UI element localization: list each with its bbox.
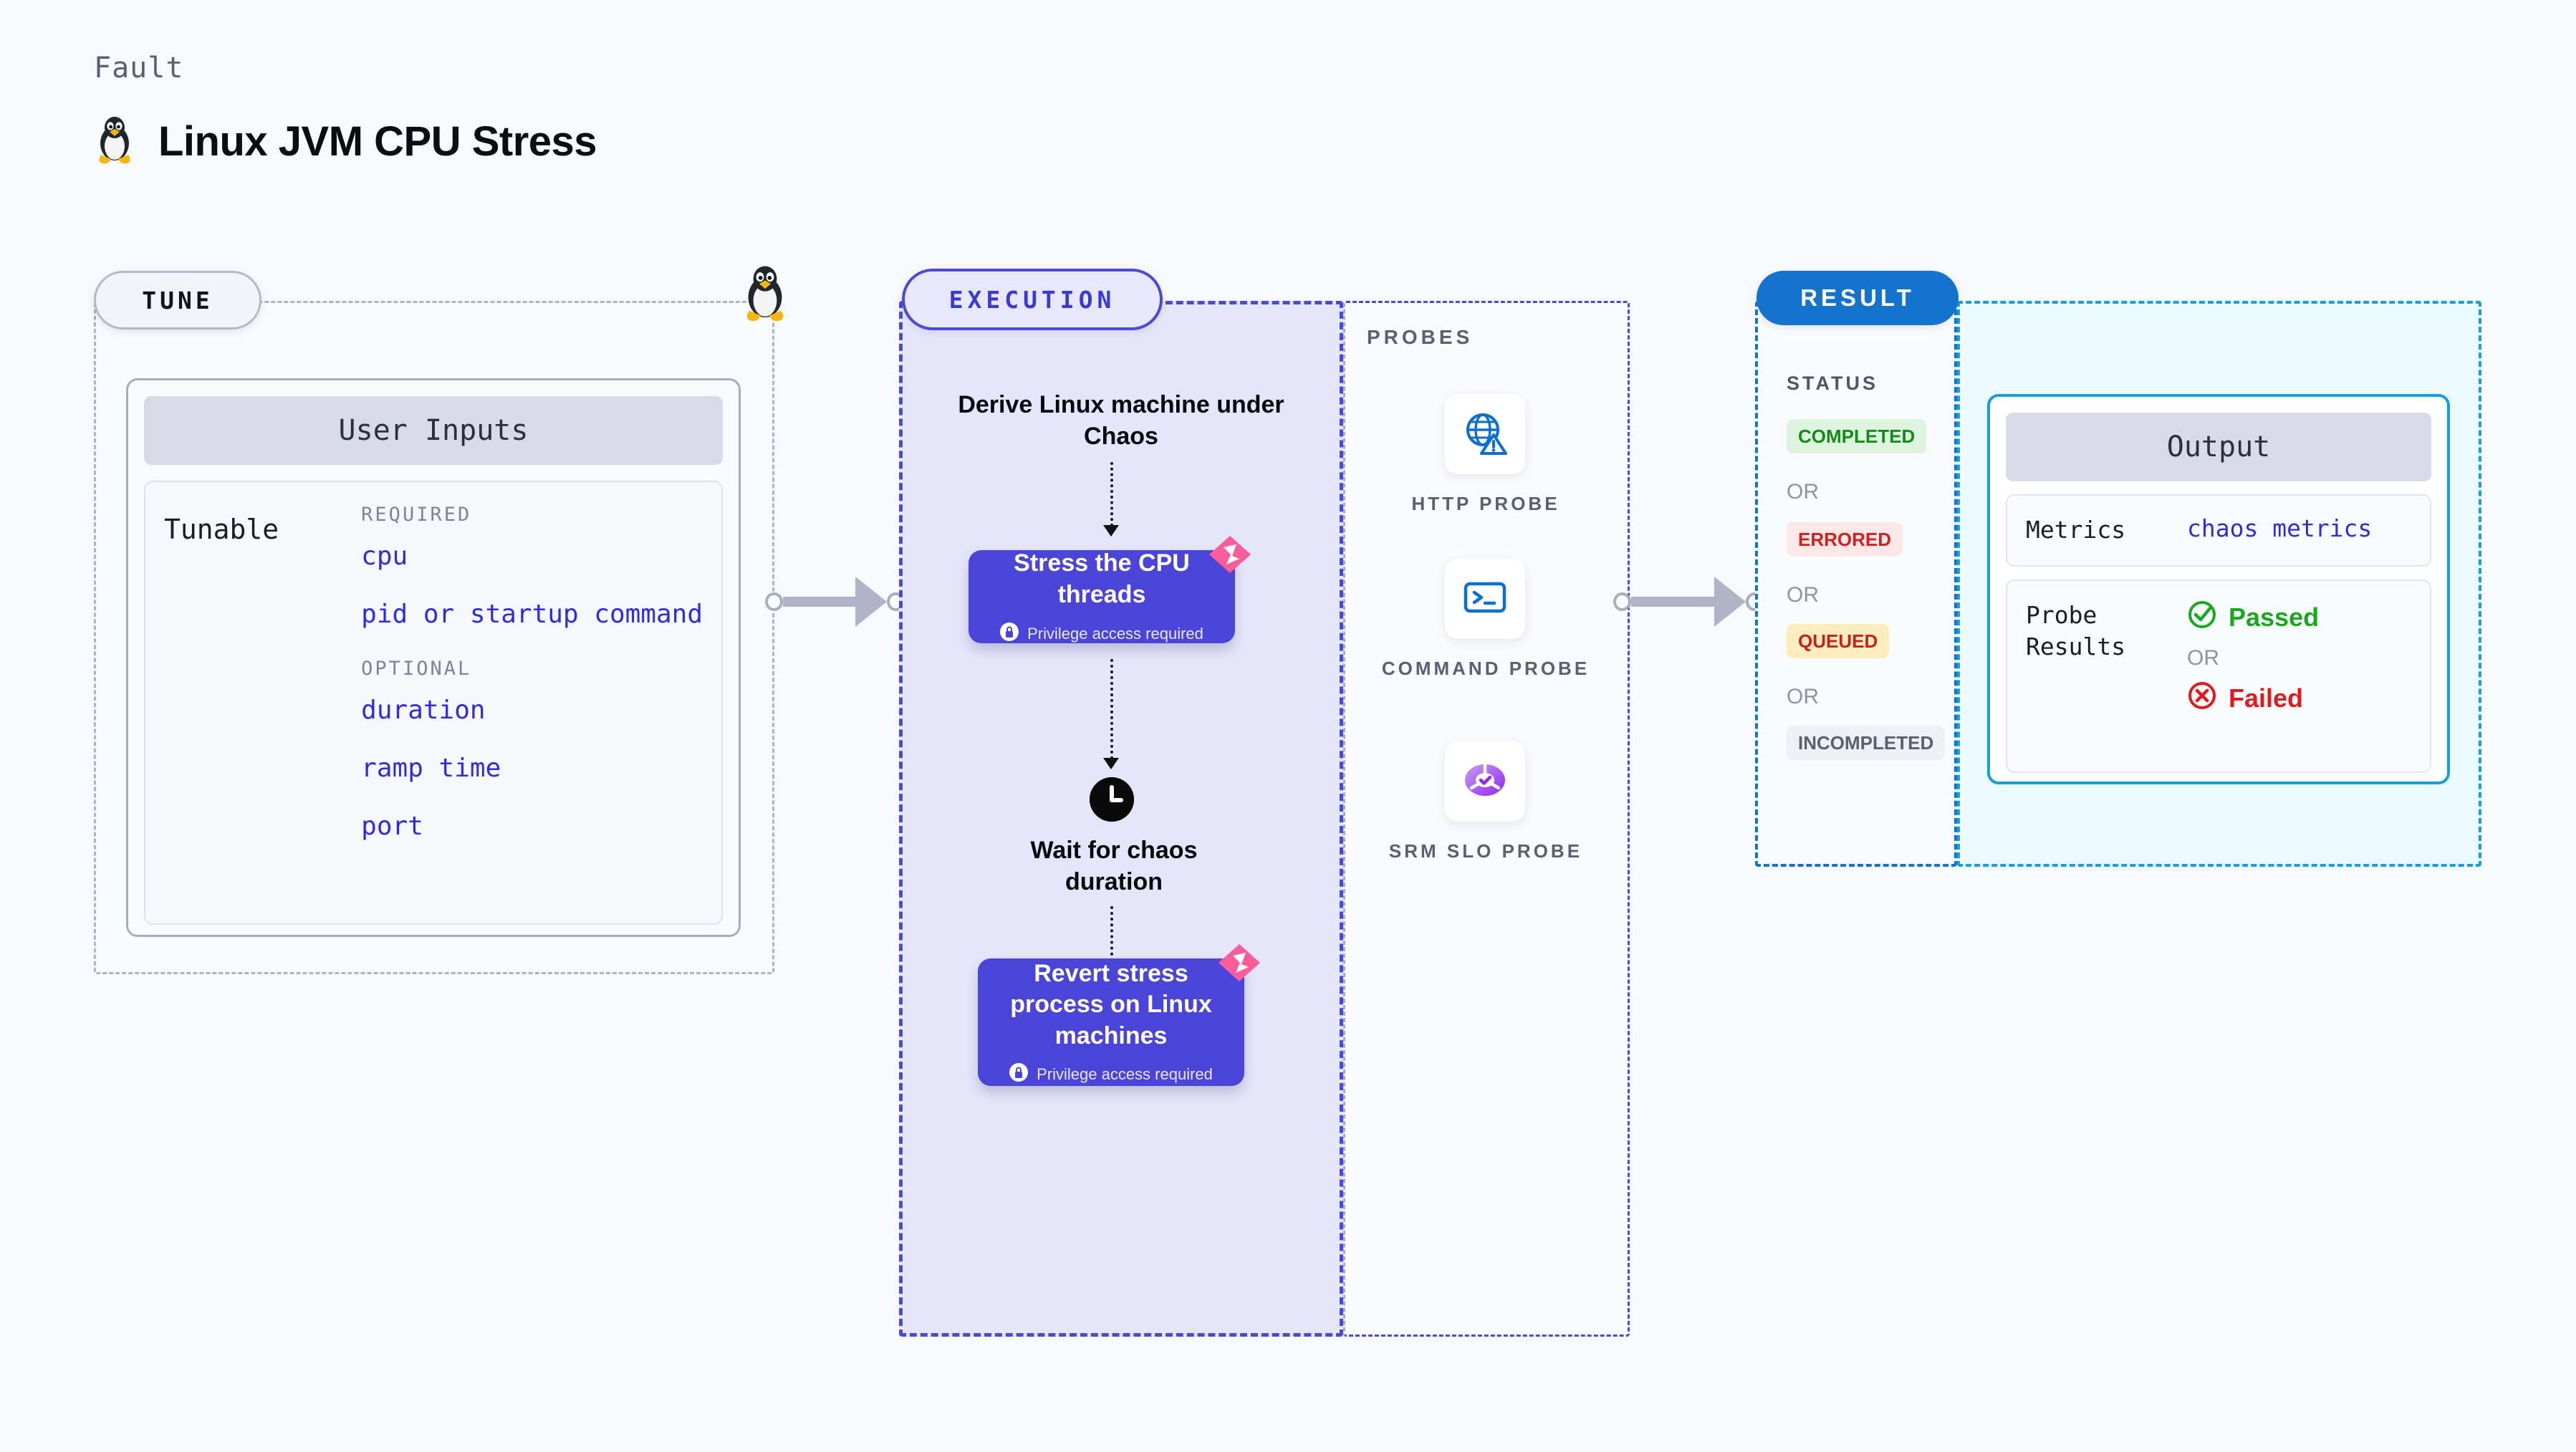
lock-icon	[1000, 622, 1019, 645]
probe-result-passed: Passed	[2187, 600, 2319, 636]
user-inputs-card-title: User Inputs	[144, 396, 723, 465]
connector-dot	[1613, 592, 1632, 611]
privilege-text: Privilege access required	[1027, 624, 1203, 643]
connector-execution-to-result	[1613, 577, 1764, 627]
flow-connector	[1110, 659, 1115, 759]
result-section-pill[interactable]: RESULT	[1756, 271, 1959, 325]
probe-caption-http: HTTP PROBE	[1411, 493, 1560, 514]
passed-label: Passed	[2229, 602, 2320, 633]
probe-tile-command[interactable]	[1445, 559, 1525, 639]
x-circle-icon	[2187, 681, 2217, 717]
connector-arrowhead	[1714, 577, 1746, 627]
tunable-item-ramp-time[interactable]: ramp time	[361, 754, 501, 783]
tunable-key-label: Tunable	[164, 514, 279, 545]
tunable-body: Tunable REQUIRED cpu pid or startup comm…	[144, 481, 723, 925]
tunable-item-duration[interactable]: duration	[361, 696, 486, 725]
execution-section-pill[interactable]: EXECUTION	[902, 269, 1163, 330]
probe-results-key-label: Probe Results	[2026, 600, 2126, 661]
tunable-group-optional-label: OPTIONAL	[361, 658, 472, 680]
status-or-label: OR	[1787, 583, 1819, 607]
fault-kicker-label: Fault	[94, 52, 184, 85]
failed-label: Failed	[2229, 683, 2304, 713]
clock-icon	[1090, 777, 1134, 822]
step-title: Stress the CPU threads	[1014, 549, 1190, 608]
status-or-label: OR	[1787, 685, 1819, 708]
tunable-item-cpu[interactable]: cpu	[361, 542, 408, 571]
tunable-list: REQUIRED cpu pid or startup command OPTI…	[361, 504, 703, 902]
page-title: Linux JVM CPU Stress	[158, 118, 597, 165]
globe-warning-icon	[1461, 409, 1509, 460]
status-badge-incompleted: INCOMPLETED	[1787, 726, 1946, 760]
execution-step-revert-stress[interactable]: Revert stress process on Linux machines …	[978, 944, 1260, 1086]
tunable-item-pid-or-startup-command[interactable]: pid or startup command	[361, 600, 703, 629]
status-badge-queued: QUEUED	[1787, 624, 1890, 658]
tux-penguin-icon	[94, 115, 135, 168]
step-title: Revert stress process on Linux machines	[1010, 959, 1212, 1049]
fault-title-row: Linux JVM CPU Stress	[94, 115, 597, 168]
status-or-label: OR	[1787, 480, 1819, 504]
flow-connector	[1110, 462, 1115, 527]
terminal-icon	[1461, 574, 1509, 625]
connector-bar	[1631, 597, 1714, 607]
output-row-metrics: Metrics chaos metrics	[2006, 494, 2431, 567]
connector-dot	[765, 592, 783, 611]
user-inputs-card: User Inputs Tunable REQUIRED cpu pid or …	[126, 378, 741, 937]
connector-arrowhead	[855, 577, 888, 627]
status-badge-errored: ERRORED	[1787, 522, 1903, 557]
metrics-key-label: Metrics	[2026, 516, 2126, 544]
flow-arrowhead	[1103, 525, 1119, 537]
probes-section-label: PROBES	[1367, 326, 1474, 348]
privilege-note: Privilege access required	[1000, 622, 1203, 645]
probe-results-values: Passed OR Failed	[2187, 600, 2319, 717]
privilege-note: Privilege access required	[1009, 1063, 1213, 1086]
probe-result-or-label: OR	[2187, 645, 2219, 670]
tune-section-pill[interactable]: TUNE	[94, 271, 261, 330]
execution-step-derive-label: Derive Linux machine under Chaos	[958, 391, 1284, 451]
slo-donut-check-icon	[1461, 756, 1509, 807]
connector-tune-to-execution	[765, 577, 905, 627]
output-row-probe-results: Probe Results Passed OR	[2006, 579, 2431, 773]
probe-result-failed: Failed	[2187, 681, 2319, 717]
probe-tile-srm-slo[interactable]	[1445, 741, 1525, 822]
probe-caption-command: COMMAND PROBE	[1381, 658, 1590, 679]
execution-step-stress-cpu[interactable]: Stress the CPU threads Privilege access …	[969, 536, 1251, 645]
output-card-title: Output	[2006, 413, 2431, 481]
check-circle-icon	[2187, 600, 2217, 636]
metrics-value[interactable]: chaos metrics	[2187, 514, 2373, 542]
probe-caption-srm-slo: SRM SLO PROBE	[1388, 840, 1583, 862]
flow-connector	[1110, 906, 1115, 967]
lock-icon	[1009, 1063, 1029, 1086]
status-section-label: STATUS	[1787, 372, 1878, 394]
execution-step-wait-label: Wait for chaos duration	[1030, 837, 1198, 896]
probe-tile-http[interactable]	[1445, 394, 1525, 474]
chaos-badge-icon	[1208, 534, 1252, 574]
privilege-text: Privilege access required	[1037, 1065, 1213, 1084]
tunable-item-port[interactable]: port	[361, 812, 423, 841]
connector-bar	[782, 597, 856, 607]
chaos-badge-icon	[1217, 943, 1261, 983]
result-status-region	[1755, 301, 1957, 867]
tux-penguin-icon	[739, 264, 792, 322]
tunable-group-required-label: REQUIRED	[361, 504, 472, 526]
flow-arrowhead	[1103, 758, 1119, 769]
output-card: Output Metrics chaos metrics Probe Resul…	[1987, 394, 2450, 784]
status-badge-completed: COMPLETED	[1787, 419, 1927, 453]
